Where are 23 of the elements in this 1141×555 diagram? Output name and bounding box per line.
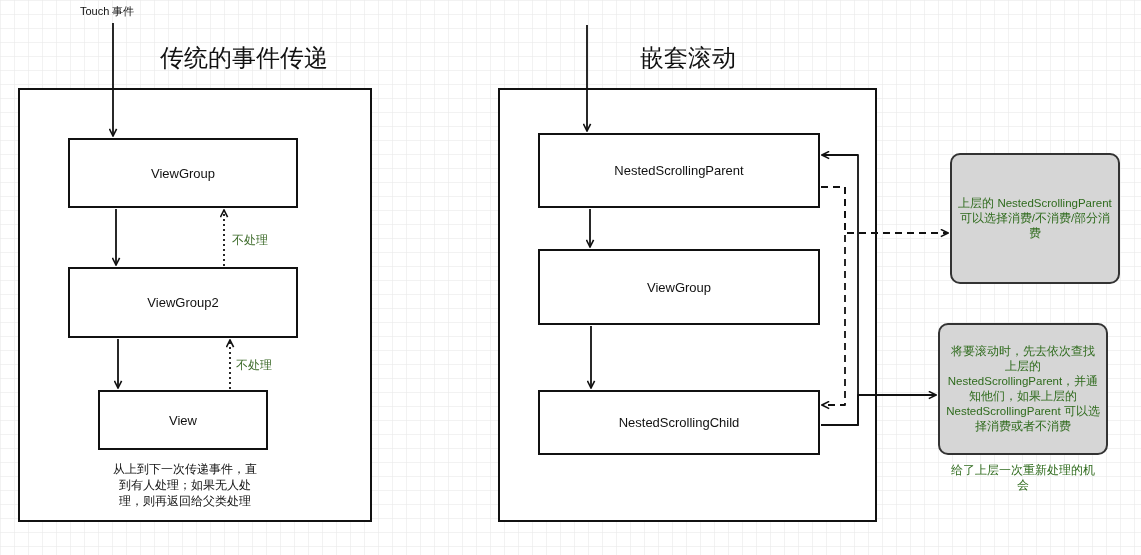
note-box: 将要滚动时，先去依次查找上层的 NestedScrollingParent，并通知他们，如果上层的 NestedScrollingParent 可以选择消费或者不消费 — [938, 323, 1108, 455]
event-label: Touch 事件 — [80, 4, 135, 19]
view-box: NestedScrollingChild — [538, 390, 820, 455]
view-box: NestedScrollingParent — [538, 133, 820, 208]
arrow — [225, 339, 235, 390]
note-box: 上层的 NestedScrollingParent 可以选择消费/不消费/部分消费 — [950, 153, 1120, 284]
arrow — [111, 208, 121, 266]
arrow — [586, 325, 596, 389]
view-box: ViewGroup — [538, 249, 820, 325]
panel-heading: 传统的事件传递 — [160, 43, 328, 73]
arrow — [113, 338, 123, 389]
note-text: 从上到下一次传递事件，直到有人处理；如果无人处理，则再返回给父类处理 — [112, 462, 258, 509]
note-text: 给了上层一次重新处理的机会 — [950, 463, 1096, 493]
view-box: View — [98, 390, 268, 450]
arrow — [219, 209, 229, 267]
panel-heading: 嵌套滚动 — [638, 43, 737, 73]
edge-label: 不处理 — [235, 357, 273, 374]
arrow — [108, 22, 118, 137]
edge-label: 不处理 — [231, 232, 269, 249]
view-box: ViewGroup2 — [68, 267, 298, 338]
arrow — [582, 24, 592, 132]
arrow — [585, 208, 595, 248]
view-box: ViewGroup — [68, 138, 298, 208]
